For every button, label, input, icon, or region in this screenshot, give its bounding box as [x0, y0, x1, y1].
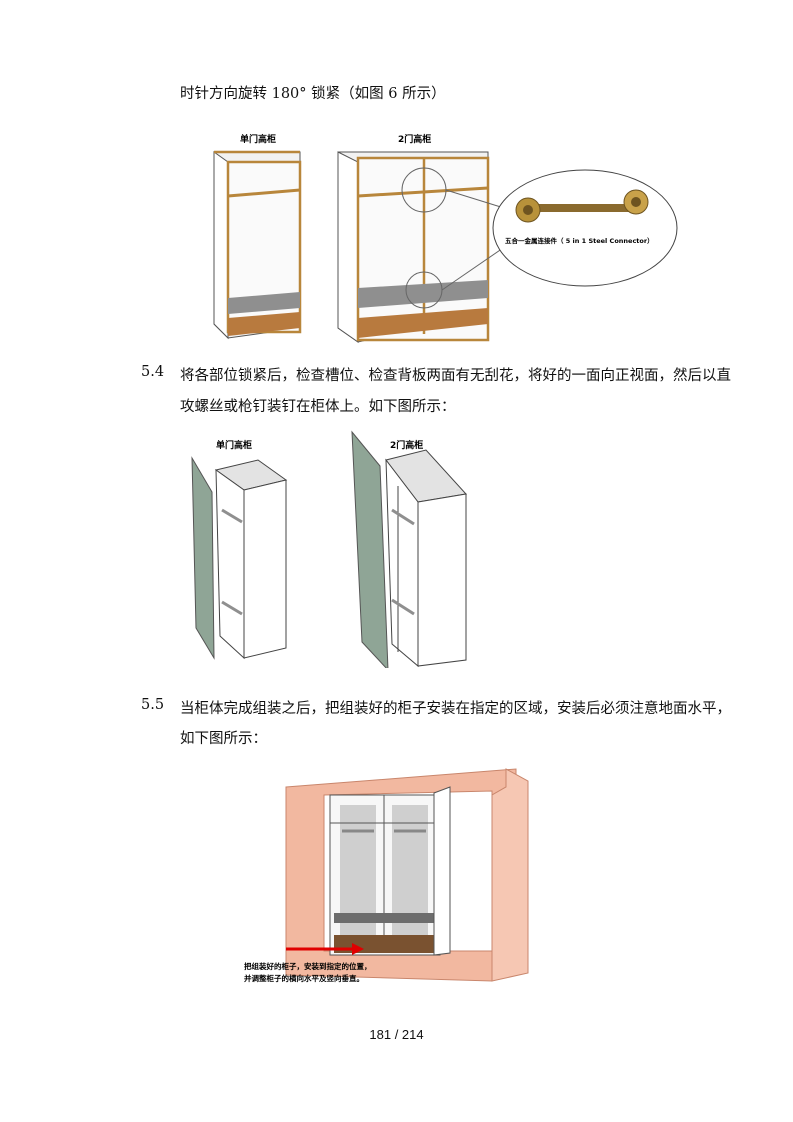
single-cabinet-box — [214, 459, 288, 660]
figure1-label-double: 2门高柜 — [398, 133, 431, 145]
installation-note-line2: 并调整柜子的横向水平及竖向垂直。 — [244, 973, 364, 983]
red-arrow-icon — [286, 943, 364, 955]
figure-cabinet-connector: 单门高柜 2门高柜 五合一金属连接件（ 5 in 1 Steel Connect… — [170, 128, 690, 350]
continuation-text: 时针方向旋转 180° 锁紧（如图 6 所示） — [180, 86, 446, 102]
double-door-cabinet-drawing — [337, 151, 490, 343]
section-5-5-line1: 当柜体完成组装之后，把组装好的柜子安装在指定的区域，安装后必须注意地面水平， — [180, 701, 731, 717]
page-number: 181 / 214 — [369, 1027, 424, 1042]
figure2-label-single: 单门高柜 — [216, 439, 252, 451]
section-5-4-line1: 将各部位锁紧后，检查槽位、检查背板两面有无刮花，将好的一面向正视面，然后以直 — [180, 368, 731, 384]
single-door-cabinet-drawing — [213, 150, 302, 340]
single-back-panel — [191, 456, 215, 660]
figure2-label-double: 2门高柜 — [390, 439, 423, 451]
figure-wall-installation: 把组装好的柜子，安装到指定的位置， 并调整柜子的横向水平及竖向垂直。 — [238, 765, 538, 987]
double-back-panel — [351, 430, 389, 668]
section-5-5-line2: 如下图所示： — [180, 731, 267, 747]
section-5-4-line2: 攻螺丝或枪钉装钉在柜体上。如下图所示： — [180, 399, 456, 415]
section-number-5-5: 5.5 — [141, 697, 165, 713]
double-cabinet-box — [385, 449, 467, 668]
connector-caption: 五合一金属连接件（ 5 in 1 Steel Connector） — [505, 236, 654, 245]
figure-back-panel: 单门高柜 2门高柜 — [186, 430, 476, 668]
section-number-5-4: 5.4 — [141, 364, 165, 380]
steel-connector-callout — [492, 169, 678, 287]
installed-wardrobe — [329, 786, 451, 956]
figure1-label-single: 单门高柜 — [240, 133, 276, 145]
installation-note-line1: 把组装好的柜子，安装到指定的位置， — [244, 961, 372, 971]
